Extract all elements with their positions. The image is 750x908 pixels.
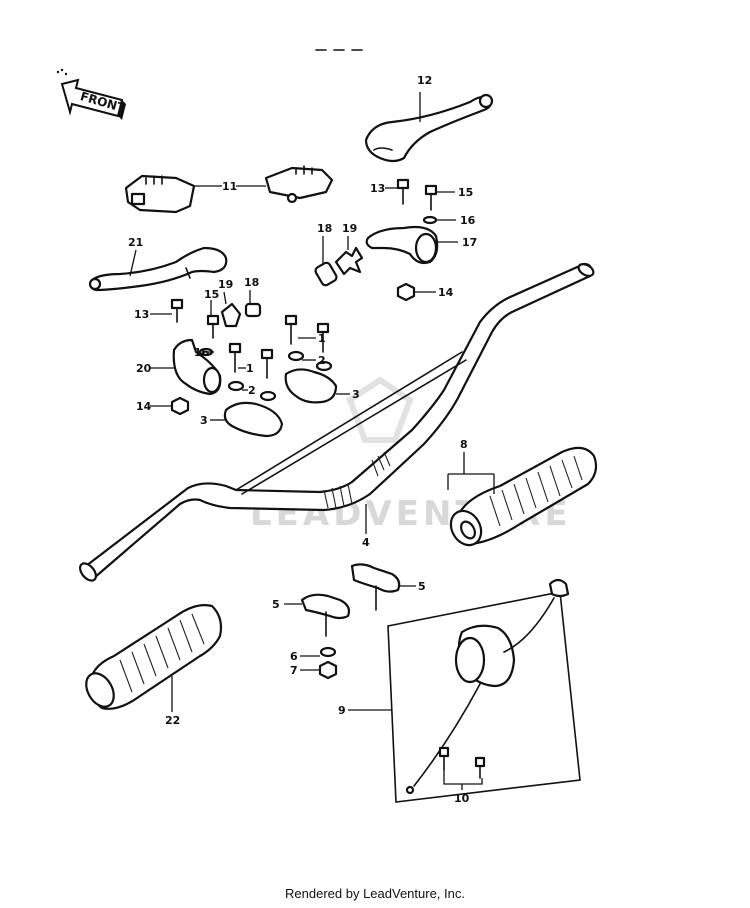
lever-21 bbox=[88, 246, 228, 292]
lever-holder-20 bbox=[172, 338, 222, 396]
callout-5-right: 5 bbox=[418, 580, 426, 593]
callout-20: 20 bbox=[136, 362, 152, 375]
lever-12 bbox=[364, 93, 494, 163]
callout-8: 8 bbox=[460, 438, 468, 451]
callout-15-left: 15 bbox=[204, 288, 219, 301]
washer-nut-6-7 bbox=[318, 646, 338, 680]
callout-3-left: 3 bbox=[200, 414, 208, 427]
handlebar-4 bbox=[78, 262, 595, 582]
callout-13-right: 13 bbox=[370, 182, 385, 195]
callout-17: 17 bbox=[462, 236, 477, 249]
grip-22 bbox=[85, 604, 223, 710]
callout-18-left: 18 bbox=[244, 276, 259, 289]
mount-brackets-5 bbox=[300, 563, 401, 637]
callout-19-middle: 19 bbox=[342, 222, 357, 235]
callout-9: 9 bbox=[338, 704, 346, 717]
switch-housing-11 bbox=[124, 165, 334, 214]
callout-21: 21 bbox=[128, 236, 143, 249]
callout-labels: 12 11 13 15 16 17 18 19 14 21 13 15 19 1… bbox=[128, 74, 477, 805]
lever-bracket-17 bbox=[365, 225, 439, 265]
callout-5-left: 5 bbox=[272, 598, 280, 611]
callout-14-right: 14 bbox=[438, 286, 454, 299]
callout-1-right: 1 bbox=[318, 332, 326, 345]
callout-15-right: 15 bbox=[458, 186, 473, 199]
callout-1-left: 1 bbox=[246, 362, 254, 375]
callout-7: 7 bbox=[290, 664, 298, 677]
callout-11: 11 bbox=[222, 180, 237, 193]
callout-12: 12 bbox=[417, 74, 432, 87]
callout-10: 10 bbox=[454, 792, 470, 805]
leader-lines bbox=[129, 92, 495, 790]
callout-2-right: 2 bbox=[318, 354, 326, 367]
callout-2-left: 2 bbox=[248, 384, 256, 397]
callout-3-right: 3 bbox=[352, 388, 360, 401]
bolts-left bbox=[170, 298, 333, 416]
grip-8 bbox=[449, 446, 598, 547]
callout-14-left: 14 bbox=[136, 400, 152, 413]
cable-adjuster-18-19 bbox=[314, 246, 364, 287]
clamps-3 bbox=[223, 368, 338, 438]
callout-6: 6 bbox=[290, 650, 298, 663]
front-arrow-icon: FRONT bbox=[56, 68, 127, 120]
callout-18-middle: 18 bbox=[317, 222, 332, 235]
callout-16-right: 16 bbox=[460, 214, 476, 227]
throttle-assembly-box-9 bbox=[387, 578, 581, 803]
callout-19-left: 19 bbox=[218, 278, 233, 291]
callout-4: 4 bbox=[362, 536, 370, 549]
callout-16-left: 16 bbox=[194, 346, 210, 359]
callout-13-left: 13 bbox=[134, 308, 149, 321]
callout-22: 22 bbox=[165, 714, 180, 727]
footer-credit: Rendered by LeadVenture, Inc. bbox=[285, 886, 465, 901]
